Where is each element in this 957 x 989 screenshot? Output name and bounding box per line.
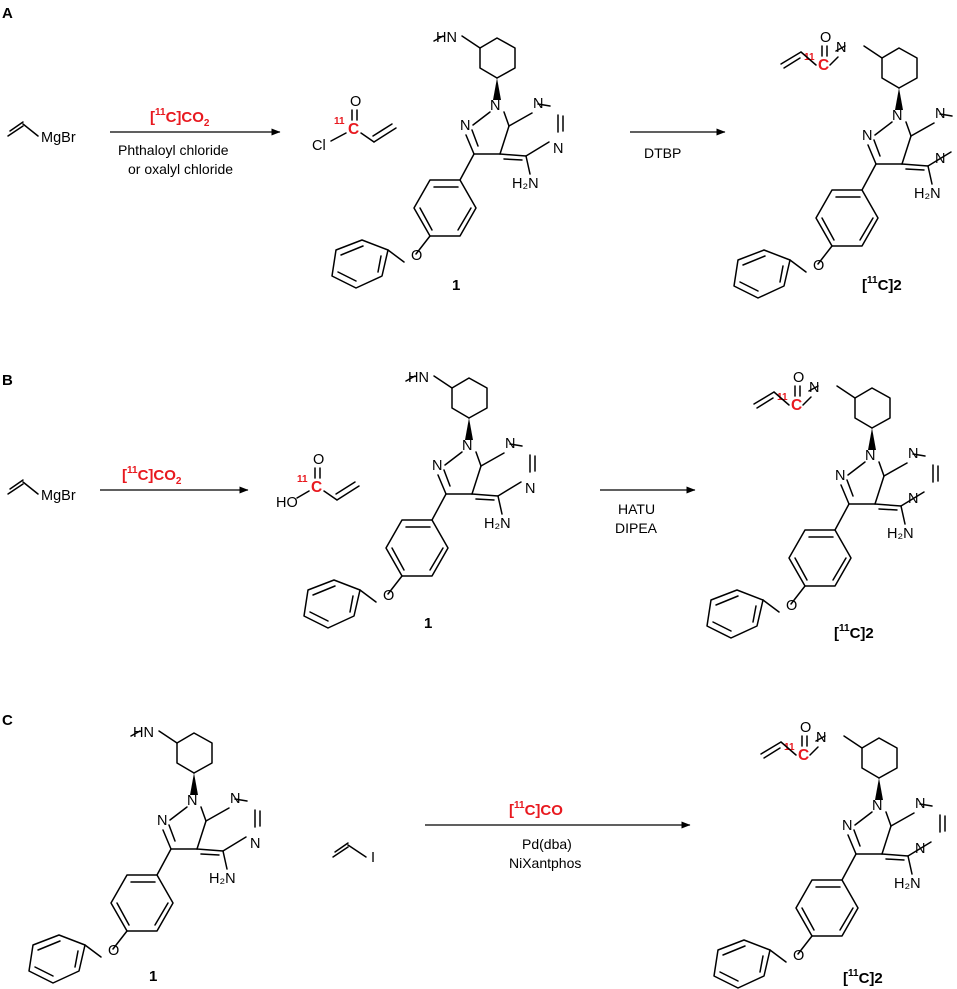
panel-b: B MgBr [11C]CO2 O 11 C HO HN N N: [2, 370, 939, 642]
labeled-carbon: C: [311, 479, 322, 496]
atom-n7: N: [935, 151, 945, 167]
panel-label-b: B: [2, 372, 13, 389]
atom-nh2: H₂N: [914, 186, 941, 202]
vinyl-grignard-a: MgBr: [7, 121, 76, 146]
atom-hn: HN: [408, 370, 429, 386]
isotope-11-label: 11: [334, 116, 345, 127]
atom-o: O: [350, 94, 361, 110]
atom-n5: N: [230, 791, 240, 807]
product-c: O 11 C N N N N N H₂N O [11C]2: [713, 720, 946, 989]
atom-n-amide: N: [809, 380, 819, 396]
atom-o-carbonyl: O: [793, 370, 804, 386]
atom-n-amide: N: [836, 40, 846, 56]
reagent-hatu: HATU: [618, 501, 655, 517]
compound-1-b: HN N N N N H₂N O 1: [303, 370, 536, 632]
reagent-co2-a: [11C]CO2: [150, 107, 210, 129]
atom-nh2: H₂N: [512, 176, 539, 192]
labeled-carbon: C: [348, 121, 359, 138]
atom-n1: N: [865, 448, 875, 464]
atom-nh2: H₂N: [484, 516, 511, 532]
atom-cl: Cl: [312, 138, 326, 154]
atom-n7: N: [908, 491, 918, 507]
atom-o-ether: O: [108, 943, 119, 959]
mgbr-label-a: MgBr: [41, 130, 76, 146]
atom-o-carbonyl: O: [800, 720, 811, 736]
atom-n1: N: [462, 438, 472, 454]
compound-label-1-a: 1: [452, 277, 460, 294]
atom-n2: N: [157, 813, 167, 829]
atom-o-ether: O: [793, 948, 804, 964]
panel-a: A MgBr [11C]CO2 Phthaloyl chloride or ox…: [2, 5, 957, 299]
vinyl-iodide: I: [332, 842, 375, 866]
atom-nh2: H₂N: [209, 871, 236, 887]
acryloyl-chloride: O 11 C Cl: [312, 94, 397, 154]
compound-label-1-b: 1: [424, 615, 432, 632]
reagent-nixantphos: NiXantphos: [509, 855, 581, 871]
atom-n-amide: N: [816, 730, 826, 746]
compound-label-11c2-b: [11C]2: [834, 623, 874, 642]
atom-nh2: H₂N: [887, 526, 914, 542]
panel-label-c: C: [2, 712, 13, 729]
compound-1-c: HN N N N N H₂N O 1: [28, 725, 261, 985]
product-a: O 11 C N N N N N H₂N O [11C]2: [733, 30, 957, 299]
atom-n5: N: [533, 96, 543, 112]
mgbr-label-b: MgBr: [41, 488, 76, 504]
atom-n1: N: [187, 793, 197, 809]
atom-n2: N: [835, 468, 845, 484]
isotope-11-product: 11: [777, 392, 788, 403]
atom-n1: N: [872, 798, 882, 814]
atom-n7: N: [525, 481, 535, 497]
compound-1-a: HN N N N N H₂N O 1: [331, 30, 564, 294]
labeled-carbon-product: C: [818, 57, 829, 74]
panel-c: C HN N N N N H₂N O 1 I [11C]CO Pd(dba) N…: [2, 712, 946, 989]
reagent-co2-b: [11C]CO2: [122, 465, 182, 487]
atom-n2: N: [842, 818, 852, 834]
isotope-11-product: 11: [784, 742, 795, 753]
atom-n5: N: [935, 106, 945, 122]
reagent-dipea: DIPEA: [615, 520, 658, 536]
panel-label-a: A: [2, 5, 13, 22]
atom-ho: HO: [276, 495, 298, 511]
compound-label-11c2-a: [11C]2: [862, 275, 902, 294]
atom-nh2: H₂N: [894, 876, 921, 892]
reagent-dtbp: DTBP: [644, 145, 681, 161]
atom-n1: N: [490, 98, 500, 114]
atom-o-ether: O: [411, 248, 422, 264]
acrylic-acid: O 11 C HO: [276, 452, 360, 511]
atom-n7: N: [250, 836, 260, 852]
isotope-11-label: 11: [297, 474, 308, 485]
reagent-co-c: [11C]CO: [509, 800, 563, 819]
atom-o-ether: O: [813, 258, 824, 274]
product-b: O 11 C N N N N N H₂N O [11C]2: [706, 370, 939, 642]
reagent-pd-dba: Pd(dba): [522, 836, 572, 852]
atom-n5: N: [505, 436, 515, 452]
vinyl-grignard-b: MgBr: [7, 479, 76, 504]
atom-o-carbonyl: O: [820, 30, 831, 46]
atom-n1: N: [892, 108, 902, 124]
labeled-carbon-product: C: [798, 747, 809, 764]
atom-n2: N: [432, 458, 442, 474]
atom-o-ether: O: [383, 588, 394, 604]
atom-n2: N: [862, 128, 872, 144]
atom-i: I: [371, 850, 375, 866]
atom-n5: N: [908, 446, 918, 462]
atom-n7: N: [553, 141, 563, 157]
isotope-11-product: 11: [804, 52, 815, 63]
compound-label-11c2-c: [11C]2: [843, 968, 883, 987]
atom-n5: N: [915, 796, 925, 812]
atom-o: O: [313, 452, 324, 468]
atom-hn: HN: [436, 30, 457, 46]
atom-n2: N: [460, 118, 470, 134]
compound-label-1-c: 1: [149, 968, 157, 985]
atom-hn: HN: [133, 725, 154, 741]
atom-n7: N: [915, 841, 925, 857]
atom-o-ether: O: [786, 598, 797, 614]
reagent-line-a2: or oxalyl chloride: [128, 161, 233, 177]
labeled-carbon-product: C: [791, 397, 802, 414]
reagent-line-a1: Phthaloyl chloride: [118, 142, 229, 158]
